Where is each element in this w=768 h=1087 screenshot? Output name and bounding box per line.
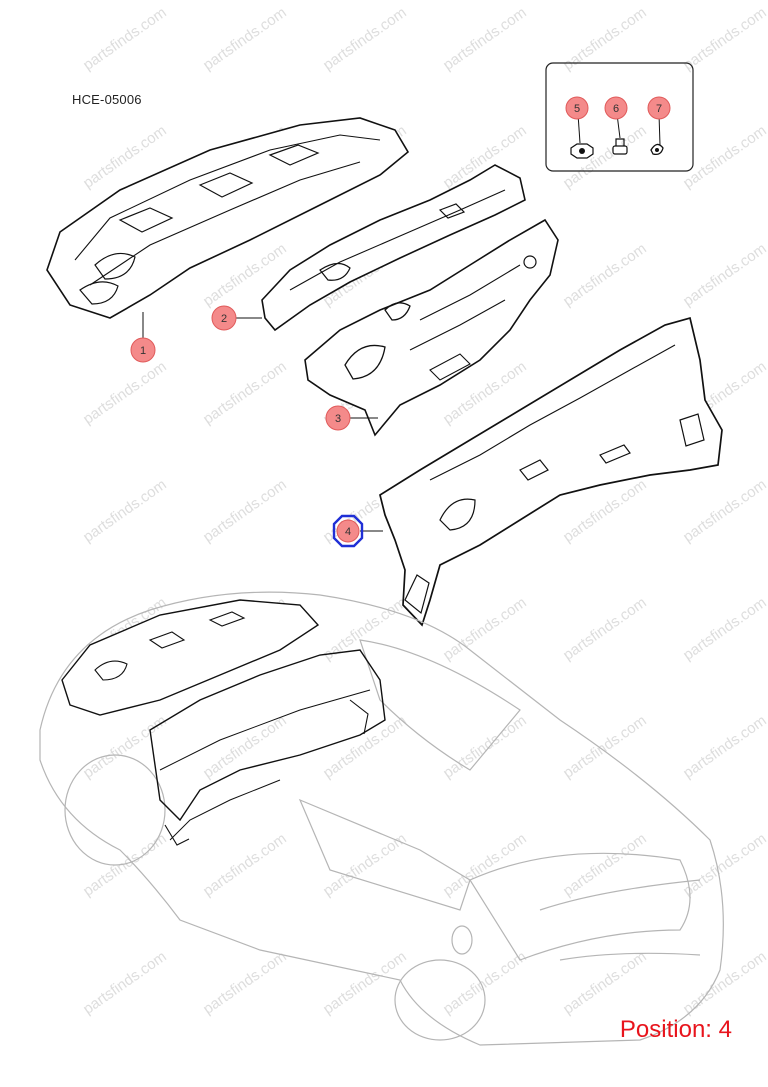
diagram-code: HCE-05006 bbox=[72, 92, 142, 107]
clip-part-icon bbox=[612, 138, 628, 155]
callout-6-number: 6 bbox=[613, 103, 619, 115]
callout-1-number: 1 bbox=[140, 345, 146, 357]
fastener-part-icon bbox=[650, 143, 664, 156]
fastener-inset bbox=[545, 62, 694, 172]
callout-4[interactable]: 4 bbox=[332, 514, 364, 548]
vehicle-outline bbox=[39, 591, 724, 1046]
position-label: Position: 4 bbox=[619, 1016, 732, 1043]
callout-2-number: 2 bbox=[221, 313, 227, 325]
callout-4-number: 4 bbox=[345, 526, 351, 538]
callout-7[interactable]: 7 bbox=[647, 96, 671, 120]
hood-insulator-part bbox=[46, 117, 410, 319]
callout-3[interactable]: 3 bbox=[325, 405, 351, 431]
callout-6[interactable]: 6 bbox=[604, 96, 628, 120]
callout-5[interactable]: 5 bbox=[565, 96, 589, 120]
callout-1[interactable]: 1 bbox=[130, 337, 156, 363]
callout-layer: 1 2 3 4 5 6 7 bbox=[130, 96, 671, 548]
dash-inner-insulator-part bbox=[304, 218, 559, 437]
nut-part-icon bbox=[570, 143, 594, 159]
dash-upper-insulator-part bbox=[261, 164, 526, 332]
callout-7-number: 7 bbox=[656, 103, 662, 115]
callout-2[interactable]: 2 bbox=[211, 305, 237, 331]
vehicle-hood-insulator bbox=[61, 599, 320, 716]
callout-5-number: 5 bbox=[574, 103, 580, 115]
callout-3-number: 3 bbox=[335, 413, 341, 425]
dash-isolation-pad-part bbox=[379, 316, 723, 627]
vehicle-dash-insulators bbox=[149, 649, 386, 846]
